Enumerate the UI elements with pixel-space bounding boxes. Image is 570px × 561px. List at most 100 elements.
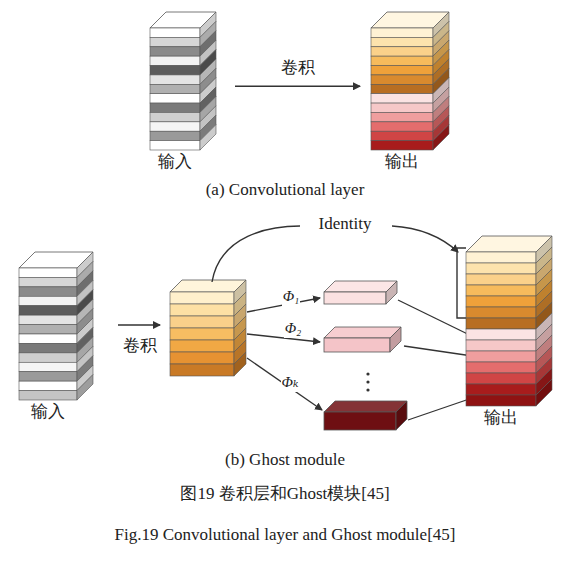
edge-label: 卷积 xyxy=(281,58,315,78)
stack-drawing xyxy=(463,232,557,408)
slab-side xyxy=(386,281,397,304)
ghost-feature-maps xyxy=(324,281,407,430)
channel-stripe xyxy=(371,28,433,37)
channel-stripe xyxy=(371,37,433,46)
stack-label: 输出 xyxy=(463,408,539,428)
text-label: (a) Convolutional layer xyxy=(206,180,365,200)
identity-curve xyxy=(212,226,300,282)
channel-stripe xyxy=(466,252,536,263)
phi-arrow xyxy=(247,358,322,410)
channel-stripe xyxy=(19,268,77,277)
channel-stripe xyxy=(371,75,433,84)
channel-stripe xyxy=(19,325,77,334)
channel-side xyxy=(433,125,449,150)
channel-stripe xyxy=(150,131,200,140)
ellipsis-dot xyxy=(366,372,369,375)
channel-stripe xyxy=(371,84,433,93)
channel-stripe xyxy=(150,141,200,150)
text-label: Identity xyxy=(319,214,372,234)
channel-stripe xyxy=(466,263,536,274)
channel-stripe xyxy=(371,112,433,121)
channel-stripe xyxy=(19,372,77,381)
intrinsic-feature-stack xyxy=(170,280,246,376)
feature-stack: 输出 xyxy=(463,232,557,428)
channel-side xyxy=(536,379,552,406)
channel-stripe xyxy=(466,285,536,296)
slab-front xyxy=(324,338,390,352)
channel-stripe xyxy=(150,47,200,56)
channel-stripe xyxy=(19,315,77,324)
slab-top xyxy=(324,401,407,412)
text-label: (b) Ghost module xyxy=(225,450,345,470)
conv-arrow xyxy=(235,86,360,87)
slab-side xyxy=(390,327,401,352)
channel-stripe xyxy=(466,351,536,362)
channel-stripe xyxy=(170,328,234,340)
channel-stripe xyxy=(170,316,234,328)
channel-stripe xyxy=(19,381,77,390)
feature-stack: 输入 xyxy=(147,6,225,172)
channel-stripe xyxy=(170,292,234,304)
channel-stripe xyxy=(150,56,200,65)
channel-stripe xyxy=(19,343,77,352)
operation-label: Φ₁ xyxy=(282,286,301,306)
channel-stripe xyxy=(19,296,77,305)
channel-stripe xyxy=(466,318,536,329)
channel-stripe xyxy=(371,103,433,112)
channel-stripe xyxy=(150,66,200,75)
channel-stripe xyxy=(371,66,433,75)
channel-stripe xyxy=(19,334,77,343)
channel-stripe xyxy=(19,391,77,400)
channel-stripe xyxy=(371,94,433,103)
channel-stripe xyxy=(466,395,536,406)
stack-top xyxy=(170,280,246,292)
slab-side xyxy=(396,401,407,430)
channel-stripe xyxy=(170,364,234,376)
channel-stripe xyxy=(371,56,433,65)
feature-stack: 输入 xyxy=(16,248,98,422)
stack-label: 输入 xyxy=(147,152,203,172)
channel-stripe xyxy=(371,122,433,131)
channel-stripe xyxy=(371,131,433,140)
stack-label: 输入 xyxy=(16,402,80,422)
channel-side xyxy=(234,352,246,376)
slab-top xyxy=(324,327,401,338)
channel-stripe xyxy=(371,141,433,150)
channel-stripe xyxy=(466,274,536,285)
channel-stripe xyxy=(466,384,536,395)
channel-stripe xyxy=(466,373,536,384)
channel-side xyxy=(200,125,216,150)
channel-stripe xyxy=(150,122,200,131)
channel-stripe xyxy=(150,75,200,84)
identity-curve xyxy=(392,226,458,252)
channel-stripe xyxy=(150,94,200,103)
text-label: 卷积 xyxy=(123,336,157,356)
channel-stripe xyxy=(150,37,200,46)
channel-stripe xyxy=(466,329,536,340)
stack-drawing xyxy=(368,6,456,152)
channel-stripe xyxy=(170,340,234,352)
stack-drawing xyxy=(147,6,225,152)
slab-front xyxy=(324,412,396,430)
operation-label: Φ₂ xyxy=(284,318,303,338)
stack-drawing xyxy=(16,248,98,402)
operation-label: Φₖ xyxy=(281,372,300,392)
channel-stripe xyxy=(150,112,200,121)
slab-top xyxy=(324,281,397,292)
conv-arrow xyxy=(118,324,160,325)
channel-stripe xyxy=(466,307,536,318)
ellipsis-dot xyxy=(366,380,369,383)
channel-stripe xyxy=(19,306,77,315)
ellipsis-dot xyxy=(366,388,369,391)
bracket xyxy=(457,248,466,318)
channel-stripe xyxy=(170,352,234,364)
channel-stripe xyxy=(150,28,200,37)
channel-stripe xyxy=(19,287,77,296)
channel-side xyxy=(77,375,93,400)
channel-stripe xyxy=(466,296,536,307)
channel-stripe xyxy=(150,84,200,93)
channel-stripe xyxy=(466,340,536,351)
figure-caption: 图19 卷积层和Ghost模块[45] xyxy=(180,484,389,504)
channel-stripe xyxy=(19,277,77,286)
feature-stack: 输出 xyxy=(368,6,456,172)
